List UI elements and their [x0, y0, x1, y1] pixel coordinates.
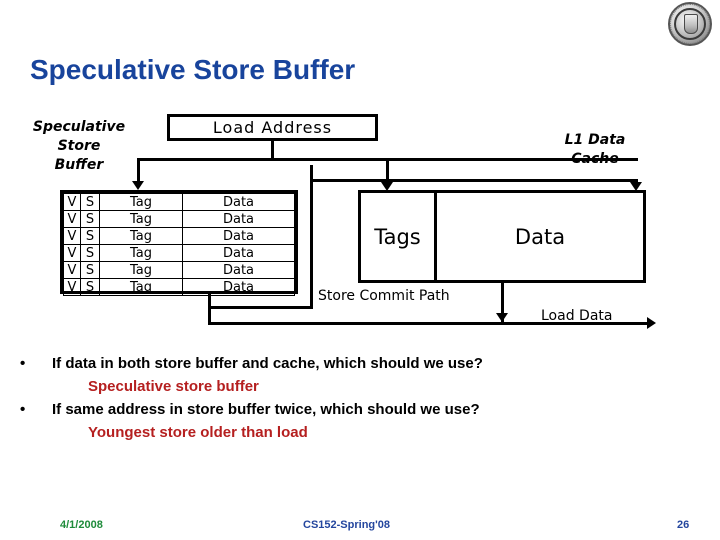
- sb-spec-cell: S: [80, 193, 100, 211]
- list-item: Youngest store older than load: [0, 424, 720, 447]
- wire-to-store-buffer: [137, 158, 140, 182]
- load-address-box: Load Address: [167, 114, 378, 141]
- wire-cache-branch-left-riser: [310, 165, 313, 182]
- table-row: V S Tag Data: [63, 227, 295, 245]
- wire-load-address-stem: [271, 141, 274, 161]
- sb-tag-cell: Tag: [99, 210, 183, 228]
- cache-tags-section: Tags: [361, 193, 437, 280]
- sb-data-cell: Data: [182, 261, 295, 279]
- bullet-question-1: If data in both store buffer and cache, …: [52, 355, 483, 372]
- table-row: V S Tag Data: [63, 244, 295, 262]
- sb-tag-cell: Tag: [99, 227, 183, 245]
- list-item: • If data in both store buffer and cache…: [0, 355, 720, 378]
- sb-valid-cell: V: [63, 210, 81, 228]
- university-seal-logo: [668, 2, 714, 48]
- bullet-marker-icon: •: [20, 355, 26, 372]
- sb-tag-cell: Tag: [99, 261, 183, 279]
- wire-store-commit-run: [208, 306, 313, 309]
- bullet-marker-icon: •: [20, 401, 26, 418]
- l1-cache-caption: L1 Data Cache: [530, 131, 660, 169]
- store-buffer-caption-line3: Buffer: [54, 156, 104, 173]
- wire-cache-branch-stem: [386, 158, 389, 182]
- store-buffer-body: V S Tag Data V S Tag Data V S Tag Data: [63, 193, 295, 296]
- arrow-to-cache-data: [630, 182, 642, 191]
- store-commit-path-label: Store Commit Path: [318, 288, 450, 304]
- store-buffer-table: V S Tag Data V S Tag Data V S Tag Data: [60, 190, 298, 296]
- footer-page-number: 26: [677, 519, 690, 531]
- sb-tag-cell: Tag: [99, 278, 183, 296]
- l1-cache-caption-line1: L1 Data: [564, 132, 626, 148]
- sb-valid-cell: V: [63, 227, 81, 245]
- sb-data-cell: Data: [182, 193, 295, 211]
- arrow-to-cache-tags: [381, 182, 393, 191]
- cache-data-label: Data: [514, 224, 566, 249]
- list-item: • If same address in store buffer twice,…: [0, 401, 720, 424]
- table-row: V S Tag Data: [63, 278, 295, 296]
- footer-course: CS152-Spring'08: [303, 519, 390, 531]
- sb-spec-cell: S: [80, 278, 100, 296]
- sb-spec-cell: S: [80, 227, 100, 245]
- table-row: V S Tag Data: [63, 210, 295, 228]
- sb-tag-cell: Tag: [99, 193, 183, 211]
- footer-date: 4/1/2008: [60, 519, 103, 531]
- seal-dotted-ring: [670, 4, 710, 44]
- arrow-cache-load-data: [496, 313, 508, 322]
- store-buffer-caption-line2: Store: [57, 137, 101, 154]
- bullet-answer-1: Speculative store buffer: [88, 378, 259, 395]
- arrow-load-data-out: [647, 317, 656, 329]
- sb-valid-cell: V: [63, 193, 81, 211]
- cache-tags-label: Tags: [374, 224, 421, 249]
- cache-data-section: Data: [437, 193, 643, 280]
- sb-data-cell: Data: [182, 210, 295, 228]
- sb-spec-cell: S: [80, 244, 100, 262]
- bullet-list: • If data in both store buffer and cache…: [0, 355, 720, 447]
- sb-data-cell: Data: [182, 278, 295, 296]
- wire-load-data-left-riser: [208, 306, 211, 325]
- sb-tag-cell: Tag: [99, 244, 183, 262]
- store-buffer-caption-line1: Speculative: [32, 119, 126, 135]
- sb-valid-cell: V: [63, 278, 81, 296]
- store-buffer-grid: V S Tag Data V S Tag Data V S Tag Data: [63, 193, 295, 296]
- page-title: Speculative Store Buffer: [30, 54, 356, 85]
- wire-load-data-bus: [208, 322, 648, 325]
- table-row: V S Tag Data: [63, 193, 295, 211]
- sb-valid-cell: V: [63, 261, 81, 279]
- seal-shield-icon: [684, 14, 698, 34]
- store-buffer-caption: Speculative Store Buffer: [14, 118, 144, 175]
- load-data-label: Load Data: [541, 308, 613, 324]
- load-address-label: Load Address: [212, 118, 333, 137]
- l1-cache-box: Tags Data: [358, 190, 646, 283]
- wire-cache-branch-bus: [310, 179, 638, 182]
- sb-spec-cell: S: [80, 261, 100, 279]
- sb-data-cell: Data: [182, 244, 295, 262]
- wire-store-commit-drop: [208, 293, 211, 309]
- list-item: Speculative store buffer: [0, 378, 720, 401]
- wire-store-commit-to-cache: [310, 179, 313, 309]
- sb-data-cell: Data: [182, 227, 295, 245]
- arrow-to-store-buffer: [132, 181, 144, 190]
- wire-cache-load-data-drop: [501, 283, 504, 323]
- seal-inner-disc: [674, 8, 706, 40]
- sb-spec-cell: S: [80, 210, 100, 228]
- sb-valid-cell: V: [63, 244, 81, 262]
- bullet-answer-2: Youngest store older than load: [88, 424, 308, 441]
- bullet-question-2: If same address in store buffer twice, w…: [52, 401, 480, 418]
- table-row: V S Tag Data: [63, 261, 295, 279]
